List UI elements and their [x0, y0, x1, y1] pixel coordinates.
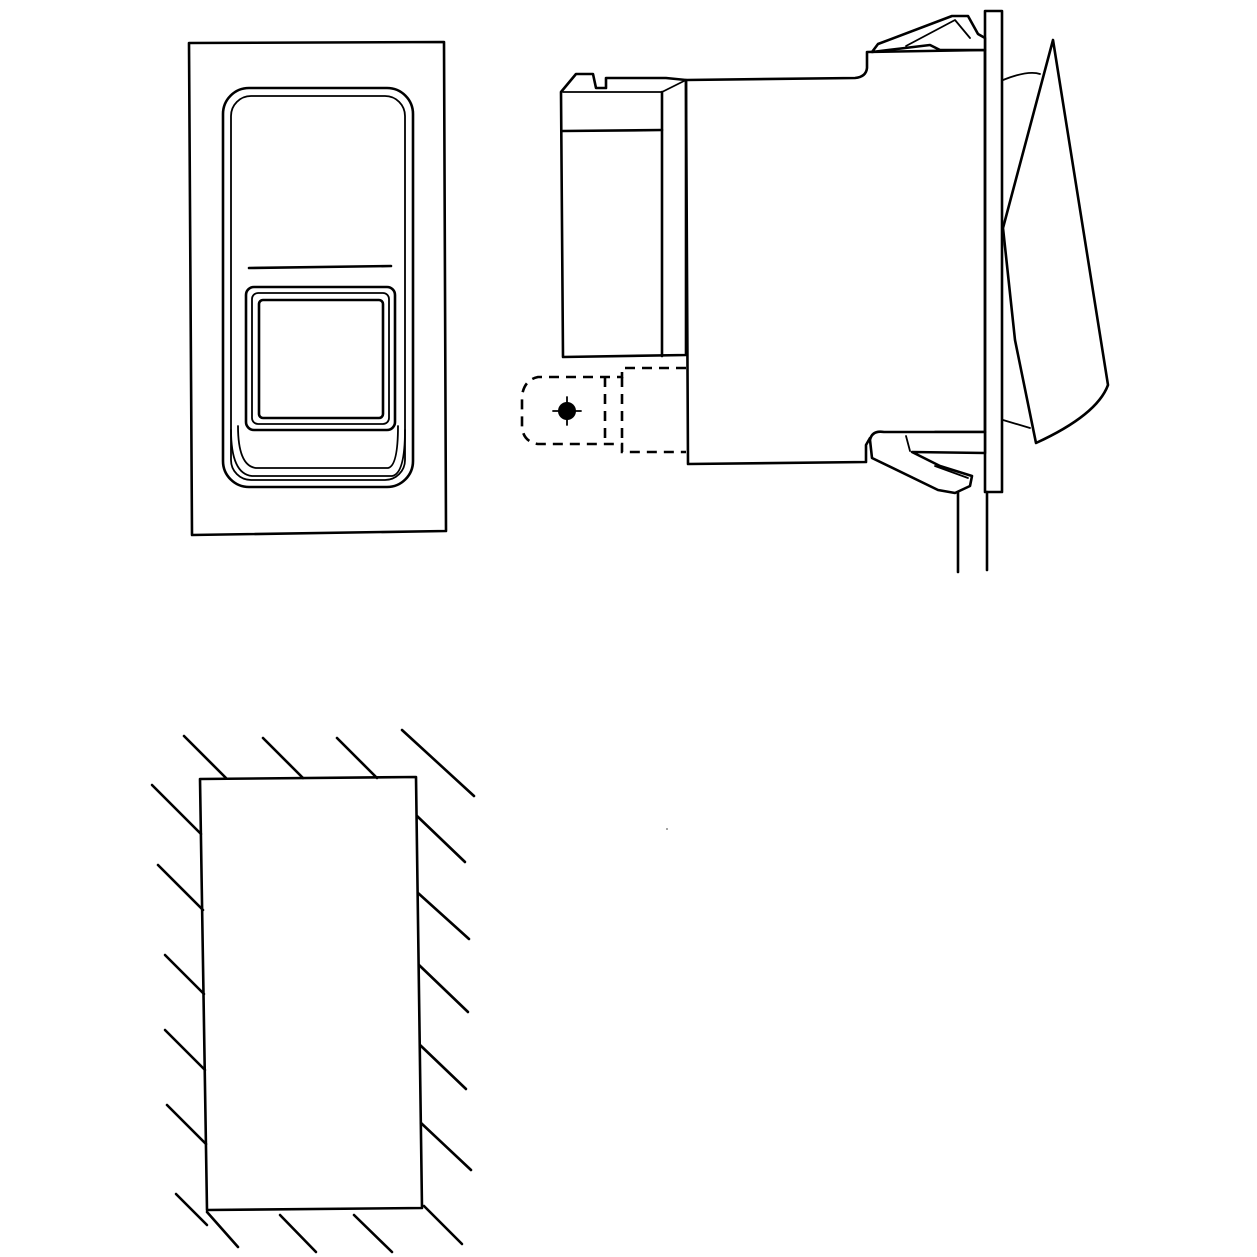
- speck: [666, 828, 668, 830]
- hatching-right: [415, 814, 473, 1172]
- lower-snap-latch: [868, 430, 987, 495]
- terminal-connector-hidden: [520, 366, 686, 454]
- terminal-block: [559, 72, 688, 359]
- rocker-actuator-base: [1002, 419, 1031, 429]
- rocker-inner-outline: [230, 95, 406, 481]
- rocker-actuator: [1001, 38, 1110, 445]
- hatching-top: [182, 728, 476, 798]
- rocker-lower-step-inner: [237, 425, 399, 469]
- terminal-block-top-edge: [561, 128, 664, 133]
- switch-housing: [684, 48, 987, 466]
- side-view: [520, 9, 1110, 574]
- indicator-window-frame: [244, 285, 397, 432]
- indicator-window-lens: [257, 298, 385, 420]
- rocker-actuator-dome: [1002, 71, 1041, 81]
- rocker-lower-step: [230, 429, 406, 477]
- terminal-block-corner: [661, 79, 687, 93]
- rocker-divider-line: [247, 264, 393, 270]
- rocker-outer-outline: [221, 86, 415, 489]
- indicator-window-mid: [251, 292, 390, 425]
- hatching-bottom: [205, 1204, 464, 1254]
- terminal-hole-icon: [552, 396, 582, 426]
- front-bezel: [187, 40, 448, 537]
- mounting-panel: [983, 9, 1004, 494]
- front-view: [187, 40, 448, 537]
- hatching-left: [150, 783, 209, 1227]
- cutout-rectangle: [198, 775, 424, 1212]
- lower-snap-latch-detail: [905, 435, 969, 479]
- panel-cutout-view: [150, 728, 476, 1254]
- upper-snap-latch-detail: [905, 19, 971, 47]
